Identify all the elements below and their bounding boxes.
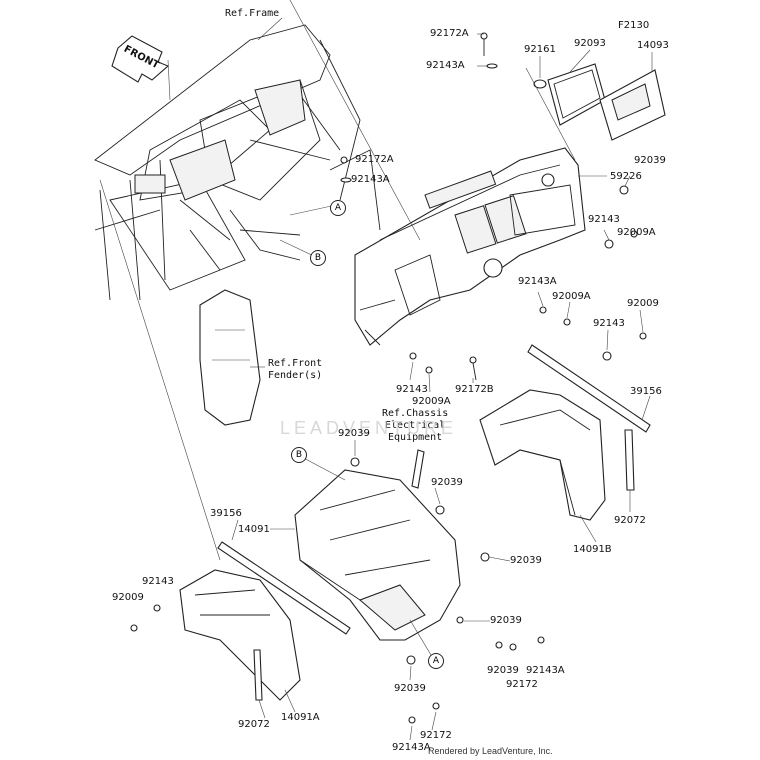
diagram-code: F2130: [618, 20, 650, 31]
trim-strips-39156: [217, 344, 651, 635]
part-label: 92072: [614, 515, 646, 526]
part-label: 92172: [420, 730, 452, 741]
ref-chassis-electrical-label: Ref.Chassis Electrical Equipment: [382, 408, 449, 443]
part-label: 92143: [396, 384, 428, 395]
side-panel-14091a: [179, 569, 301, 701]
frame-assembly: [94, 24, 381, 301]
part-label: 92143: [588, 214, 620, 225]
part-label: 92039: [431, 477, 463, 488]
part-label: 92172A: [430, 28, 469, 39]
part-label: 92039: [487, 665, 519, 676]
part-label: 92039: [394, 683, 426, 694]
part-label: 92039: [338, 428, 370, 439]
part-label: 14091B: [573, 544, 612, 555]
part-label: 92143: [142, 576, 174, 587]
part-label: 92009A: [412, 396, 451, 407]
callout-a-upper: A: [330, 200, 346, 216]
part-label: 92172: [506, 679, 538, 690]
part-label: 39156: [630, 386, 662, 397]
part-label: 92009A: [552, 291, 591, 302]
front-direction-arrow: [111, 35, 170, 83]
part-label: 92161: [524, 44, 556, 55]
ref-frame-label: Ref.Frame: [225, 8, 280, 19]
part-label: 92143A: [426, 60, 465, 71]
part-label: 92039: [510, 555, 542, 566]
gasket-and-cover: [533, 63, 666, 141]
part-label: 92143A: [351, 174, 390, 185]
part-label: 92143A: [526, 665, 565, 676]
part-label: 92039: [490, 615, 522, 626]
callout-a-lower: A: [428, 653, 444, 669]
side-panel-14091b: [479, 389, 606, 521]
part-label: 59226: [610, 171, 642, 182]
callout-b-lower: B: [291, 447, 307, 463]
part-label: 92143A: [392, 742, 431, 753]
seal-strips-92072: [253, 429, 635, 701]
watermark: LEADVENTURE: [280, 418, 458, 438]
render-credit: Rendered by LeadVenture, Inc.: [428, 746, 553, 756]
part-label: 92172A: [355, 154, 394, 165]
part-label: 92143A: [518, 276, 557, 287]
part-label: 92143: [593, 318, 625, 329]
part-label: 39156: [210, 508, 242, 519]
part-label: 92039: [634, 155, 666, 166]
leader-lines: [99, 0, 653, 741]
part-label: 14091: [238, 524, 270, 535]
part-label: 92009: [627, 298, 659, 309]
part-label: 92172B: [455, 384, 494, 395]
ref-front-fender-label: Ref.Front Fender(s): [268, 358, 323, 381]
hardware-fasteners: [130, 32, 647, 724]
front-fender-outline: [199, 289, 261, 426]
part-label: 92072: [238, 719, 270, 730]
part-label: 92009: [112, 592, 144, 603]
part-label: 14093: [637, 40, 669, 51]
part-label: 92009A: [617, 227, 656, 238]
dashboard-panel: [354, 147, 586, 346]
callout-b-upper: B: [310, 250, 326, 266]
part-label: 14091A: [281, 712, 320, 723]
part-label: 92093: [574, 38, 606, 49]
floor-panel-14091: [294, 469, 461, 641]
